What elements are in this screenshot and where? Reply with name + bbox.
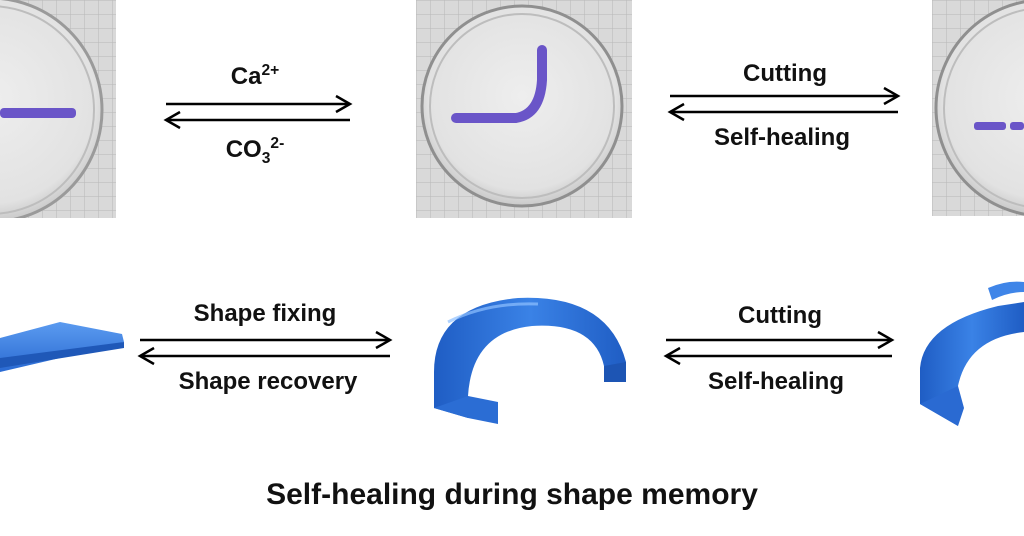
cut-arch-render xyxy=(920,281,1024,426)
reversible-arrow-3 xyxy=(137,330,393,366)
figure-caption: Self-healing during shape memory xyxy=(266,478,758,511)
label-self-healing-top: Self-healing xyxy=(713,124,851,151)
gel-strip xyxy=(0,108,76,118)
label-ca-forward: Ca2+ xyxy=(230,62,280,90)
reversible-arrow-2 xyxy=(667,86,901,122)
reversible-arrow-4 xyxy=(663,330,895,366)
label-cutting-bottom: Cutting xyxy=(738,302,822,329)
arch-strip-render xyxy=(434,297,626,424)
label-shape-recovery: Shape recovery xyxy=(178,368,358,395)
label-self-healing-bottom: Self-healing xyxy=(707,368,845,395)
flat-strip-render xyxy=(0,322,124,372)
reversible-arrow-1 xyxy=(163,94,353,130)
gel-bent xyxy=(451,45,547,123)
photo-cut-gel xyxy=(932,0,1024,216)
label-cutting-top: Cutting xyxy=(743,60,827,87)
label-co3-backward: CO32- xyxy=(225,135,285,167)
photo-straight-gel xyxy=(0,0,116,218)
photo-bent-gel xyxy=(416,0,632,218)
label-shape-fixing: Shape fixing xyxy=(193,300,337,327)
